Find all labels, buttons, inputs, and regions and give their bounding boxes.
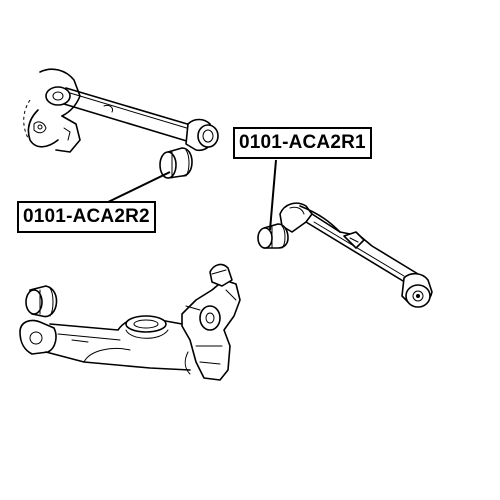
leader-line-aca2r2 <box>103 171 171 205</box>
lateral-control-arm <box>279 202 433 308</box>
part-number-label-aca2r1: 0101-ACA2R1 <box>233 127 372 159</box>
upper-link-arm <box>23 68 219 153</box>
part-number-label-aca2r2: 0101-ACA2R2 <box>17 201 156 233</box>
lower-control-arm <box>19 263 241 381</box>
bushing-aca2r1 <box>257 223 289 249</box>
bushing-aca2r2 <box>159 147 193 179</box>
leader-line-aca2r1 <box>269 159 277 231</box>
